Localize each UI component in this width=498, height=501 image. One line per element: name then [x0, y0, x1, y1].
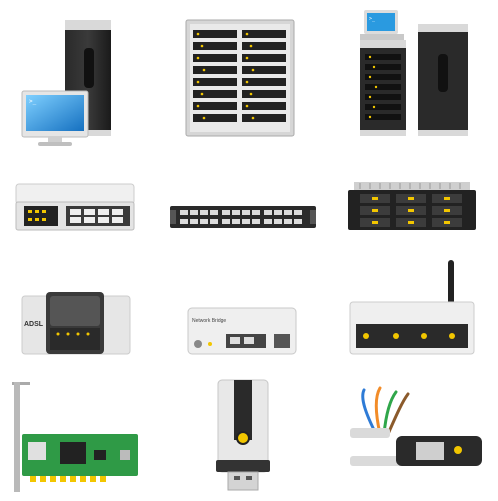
- server-tower-with-monitor-icon: >_: [18, 18, 118, 148]
- network-cable-crimper-icon: [346, 384, 486, 480]
- adsl-label: ADSL: [24, 321, 44, 328]
- patch-panel-icon: [168, 200, 318, 234]
- adsl-modem-icon: ADSL: [20, 290, 132, 356]
- network-card-icon: [10, 380, 140, 494]
- server-towers-with-laptop-icon: >_: [356, 6, 476, 138]
- network-bridge-icon: Network Bridge: [186, 306, 298, 356]
- svg-text:>_: >_: [369, 16, 376, 22]
- network-bridge-label: Network Bridge: [192, 318, 226, 324]
- usb-flash-drive-icon: [212, 378, 274, 494]
- svg-text:>_: >_: [29, 98, 37, 105]
- rack-server-cabinet-icon: [184, 18, 296, 138]
- storage-array-icon: [346, 180, 478, 232]
- wireless-router-icon: [348, 258, 476, 356]
- network-switch-icon: [14, 182, 136, 232]
